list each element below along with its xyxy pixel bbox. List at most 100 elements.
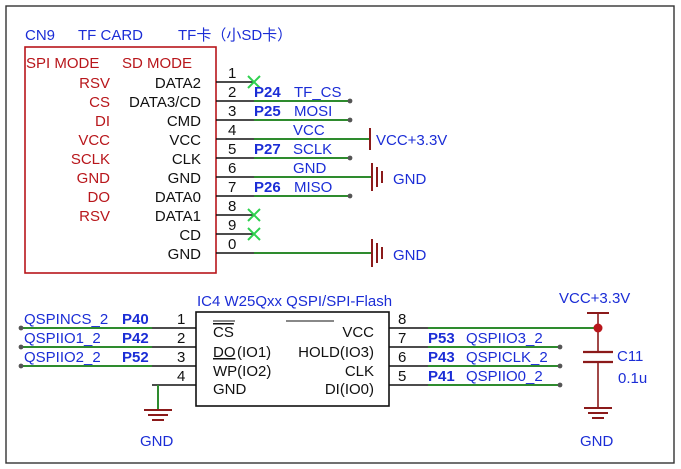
flash-gnd-label: GND [140,433,174,450]
tf-pin-number: 6 [228,160,236,177]
flash-pin-number: 8 [398,311,406,328]
tf-pin-row-4: VCC VCC 4 VCC VCC+3.3V [78,122,447,150]
tf-pin-number: 9 [228,217,236,234]
wire-end-dot [18,325,24,331]
wire-end-dot [18,363,24,369]
flash-pin-number: 2 [177,330,185,347]
cap-gnd-label: GND [580,433,614,450]
gnd-power-symbol [371,163,383,191]
sd-mode-header: SD MODE [122,55,192,72]
tf-pin-row-7: DO DATA0 7 P26 MISO [88,179,353,206]
flash-title: IC4 W25Qxx QSPI/SPI-Flash [197,293,392,310]
tf-pin-row-6: GND GND 6 GND GND [77,160,427,191]
tf-net-prefix: P27 [254,141,281,158]
tf-card-description: TF卡（小SD卡） [178,27,292,44]
flash-pin-number: 5 [398,368,406,385]
tf-pin-number: 2 [228,84,236,101]
tf-pin-row-5: SCLK CLK 5 P27 SCLK [71,141,353,168]
flash-net-suffix: P40 [122,311,149,328]
flash-net-label: QSPIIO1_2 [24,330,101,347]
junction-dot [593,323,603,333]
tf-pin-row-1: RSV DATA2 1 [79,65,261,92]
flash-right-pin-5: DI(IO0) 5 P41 QSPIIO0_2 [325,368,563,398]
tf-pin-row-3: DI CMD 3 P25 MOSI [95,103,353,130]
cap-ref: C11 [617,348,643,365]
tf-pin-spi-name: RSV [79,75,110,92]
tf-net-prefix: P24 [254,84,281,101]
tf-net-label: TF_CS [294,84,342,101]
flash-left-pin-4: 4 GND GND [140,368,247,450]
flash-pin-name: DO [213,344,236,361]
tf-pin-row-8: RSV DATA1 8 [79,198,261,225]
spi-mode-header: SPI MODE [26,55,99,72]
flash-net-label: QSPIIO2_2 [24,349,101,366]
tf-pin-sd-name: VCC [169,132,201,149]
flash-pin-name: VCC [342,324,374,341]
tf-card-section: CN9 TF CARD TF卡（小SD卡） SPI MODE SD MODE R… [24,27,447,274]
tf-pin-number: 3 [228,103,236,120]
no-connect-marker [247,208,261,222]
flash-pin-number: 7 [398,330,406,347]
tf-pin-number: 7 [228,179,236,196]
tf-net-label: SCLK [293,141,332,158]
flash-right-pin-7: HOLD(IO3) 7 P53 QSPIIO3_2 [298,330,563,361]
tf-pin-spi-name: DI [95,113,110,130]
tf-pin-spi-name: SCLK [71,151,110,168]
flash-section: IC4 W25Qxx QSPI/SPI-Flash QSPINCS_2 P40 … [18,293,598,450]
tf-pin-sd-name: DATA1 [155,208,201,225]
wire-end-dot [557,344,563,350]
gnd-symbol-label: GND [393,247,427,264]
tf-pin-sd-name: GND [168,170,202,187]
tf-pin-number: 5 [228,141,236,158]
tf-net-prefix: P26 [254,179,281,196]
tf-net-label: GND [293,160,327,177]
tf-pin-sd-name: CLK [172,151,201,168]
tf-pin-sd-name: DATA2 [155,75,201,92]
decoupling-capacitor: VCC+3.3V C11 0.1u GND [559,290,647,450]
no-connect-marker [247,227,261,241]
tf-net-prefix: P25 [254,103,281,120]
tf-net-label: MOSI [294,103,332,120]
tf-pin-sd-name: CD [179,227,201,244]
flash-net-prefix: P43 [428,349,455,366]
flash-pin-name: WP(IO2) [213,363,271,380]
tf-pin-sd-name: DATA3/CD [129,94,201,111]
tf-pin-number: 1 [228,65,236,82]
flash-net-suffix: P42 [122,330,149,347]
wire-end-dot [557,363,563,369]
flash-pin-number: 1 [177,311,185,328]
flash-net-label: QSPIIO0_2 [466,368,543,385]
tf-pin-number: 4 [228,122,236,139]
tf-pin-spi-name: RSV [79,208,110,225]
flash-right-pin-6: CLK 6 P43 QSPICLK_2 [345,349,563,380]
tf-pin-sd-name: GND [168,246,202,263]
flash-left-pin-3: QSPIIO2_2 P52 3 WP(IO2) [18,349,271,380]
tf-pin-number: 0 [228,236,236,253]
gnd-symbol-label: GND [393,171,427,188]
flash-right-pin-8: VCC 8 [286,311,598,341]
wire-end-dot [347,193,353,199]
tf-card-value: TF CARD [78,27,143,44]
wire-end-dot [347,98,353,104]
tf-net-label: MISO [294,179,332,196]
flash-pin-number: 6 [398,349,406,366]
flash-net-label: QSPIIO3_2 [466,330,543,347]
tf-pin-row-9: CD 9 [179,217,261,244]
tf-net-label: VCC [293,122,325,139]
tf-pin-spi-name: VCC [78,132,110,149]
flash-pin-number: 4 [177,368,185,385]
flash-net-label: QSPICLK_2 [466,349,548,366]
wire-end-dot [347,117,353,123]
flash-net-suffix: P52 [122,349,149,366]
flash-net-prefix: P53 [428,330,455,347]
flash-left-pin-1: QSPINCS_2 P40 1 CS [18,311,235,341]
tf-pin-row-10: GND 0 GND [168,236,427,267]
wire-end-dot [18,344,24,350]
flash-net-label: QSPINCS_2 [24,311,108,328]
no-connect-marker [247,75,261,89]
tf-pin-number: 8 [228,198,236,215]
flash-pin-name: DI(IO0) [325,381,374,398]
tf-card-ref: CN9 [25,27,55,44]
wire-end-dot [557,382,563,388]
